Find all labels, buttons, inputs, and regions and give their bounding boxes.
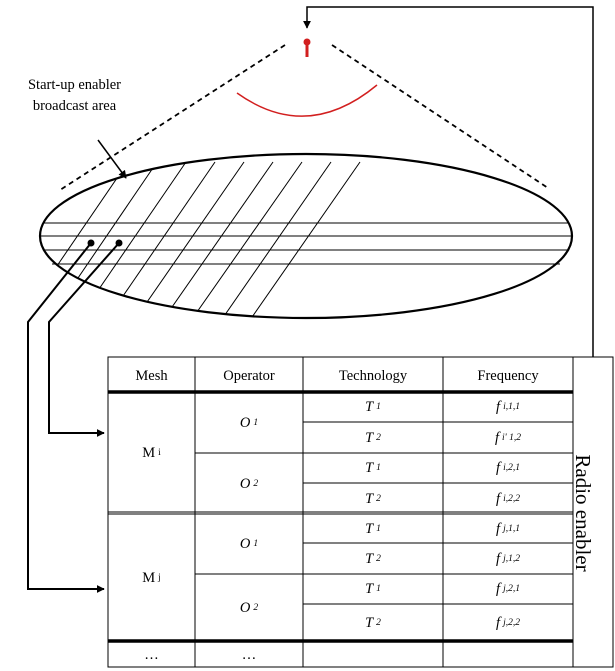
header-technology: Technology — [338, 367, 408, 384]
connector-mesh-j — [27, 242, 105, 593]
feedback-connector — [303, 6, 594, 357]
connector-mesh-i — [48, 242, 120, 437]
broadcast-cone-right — [331, 44, 549, 189]
header-mesh: Mesh — [135, 367, 168, 384]
caption-arrow — [97, 139, 127, 179]
radio-table-grid — [107, 356, 614, 668]
ellipsis-cell: … — [241, 647, 257, 663]
antenna-icon — [303, 38, 311, 57]
broadcast-cone-left — [59, 44, 286, 191]
horizontal-band-lines — [40, 222, 572, 265]
hatched-area — [45, 161, 361, 318]
broadcast-area-caption: Start-up enabler broadcast area — [27, 77, 121, 114]
header-frequency: Frequency — [477, 367, 539, 384]
broadcast-area-ellipse — [38, 152, 574, 320]
radio-enabler-label: Radio enabler — [571, 454, 595, 572]
header-operator: Operator — [223, 367, 275, 384]
radio-wave-arc — [236, 84, 378, 117]
ellipsis-cell: … — [144, 647, 159, 663]
